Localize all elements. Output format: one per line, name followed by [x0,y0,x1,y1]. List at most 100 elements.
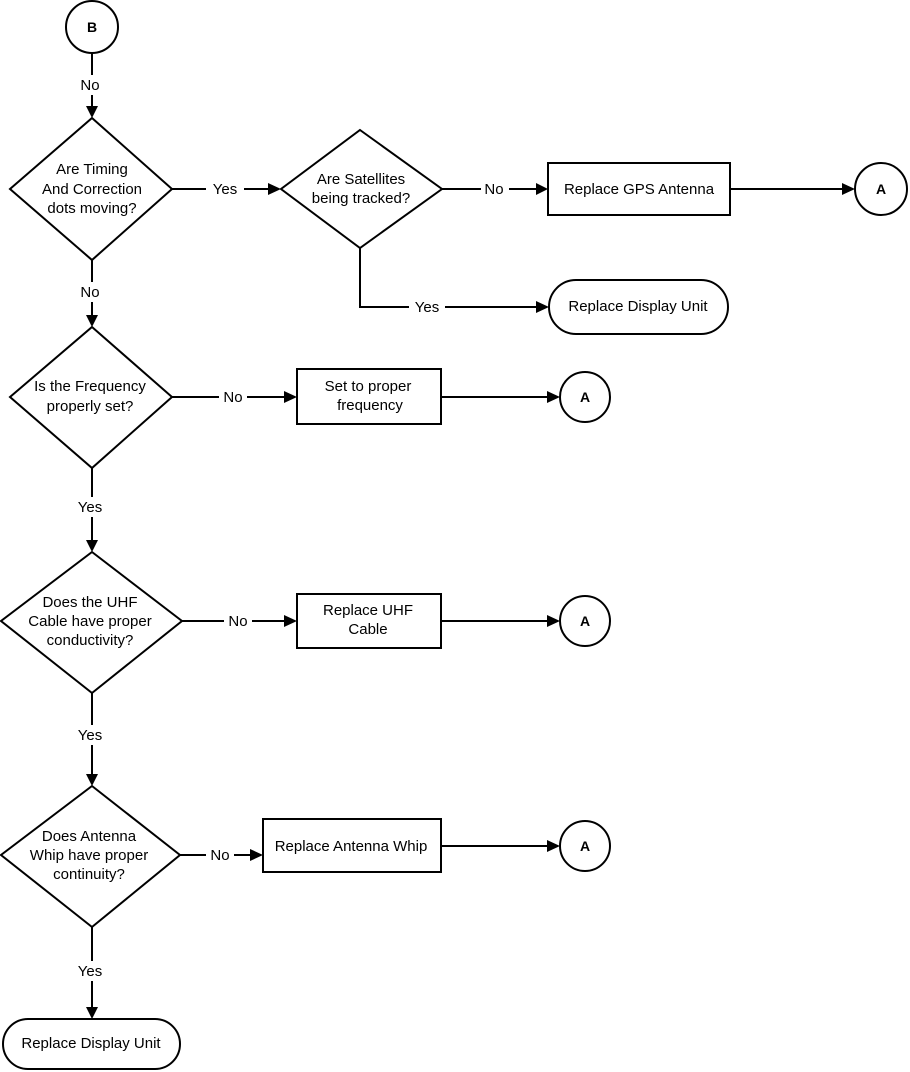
arrowhead-down [86,106,98,118]
decision-text-line: conductivity? [47,632,134,649]
decision-text-line: Is the Frequency [34,378,146,395]
arrowhead-right [250,849,263,861]
process-text-line: Replace GPS Antenna [564,181,715,198]
start-connector: B [65,0,119,54]
edge-label-no: No [484,181,503,198]
arrowheads [86,106,855,1019]
edge-label-bg [71,961,109,981]
edge-label-yes: Yes [78,963,102,980]
edge-labels: No Yes No Yes No No Yes No Yes No Yes [71,75,509,981]
decision-text-line: Are Timing [56,161,128,178]
decision-text-line: And Correction [42,181,142,198]
arrowhead-down [86,540,98,552]
edge-label-bg [71,725,109,745]
arrowhead-right [536,183,548,195]
connector-circle [854,162,908,216]
process-text-line: frequency [337,397,403,414]
arrowhead-right [284,615,297,627]
edge-label-bg [409,297,445,317]
terminal-box [548,279,729,335]
flow-lines [91,53,848,1010]
connector-label: A [580,389,590,405]
process-replace-gps-antenna: Replace GPS Antenna [547,162,731,216]
decision-text-line: Does the UHF [42,594,137,611]
decision-diamond [0,550,184,695]
end-connector-uhf: A [559,595,611,647]
decision-text-line: Are Satellites [317,171,405,188]
process-box [262,818,442,873]
edge-label-no: No [210,847,229,864]
decision-text-line: continuity? [53,866,125,883]
connector-circle [559,371,611,423]
process-text-line: Replace UHF [323,602,413,619]
process-box [547,162,731,216]
decision-antenna-whip: Does Antenna Whip have proper continuity… [0,784,182,929]
decision-satellites: Are Satellites being tracked? [279,128,444,250]
edge-label-bg [224,611,252,631]
process-text-line: Replace Antenna Whip [275,838,428,855]
connector-label: B [87,19,97,35]
terminal-box [2,1018,181,1070]
arrowhead-down [86,315,98,327]
process-text-line: Set to proper [325,378,412,395]
connector-label: A [580,613,590,629]
decision-timing: Are Timing And Correction dots moving? [8,116,174,262]
decision-text-line: Cable have proper [28,613,151,630]
decision-diamond [0,784,182,929]
connector-label: A [876,181,886,197]
end-connector-whip: A [559,820,611,872]
process-replace-antenna-whip: Replace Antenna Whip [262,818,442,873]
edge-label-bg [206,845,234,865]
edge-label-no: No [228,613,247,630]
process-replace-uhf-cable: Replace UHF Cable [296,593,442,649]
arrowhead-down [86,1007,98,1019]
arrowhead-right [547,391,560,403]
arrowhead-right [536,301,549,313]
edge-label-bg [206,179,244,199]
terminal-replace-display-unit-bottom: Replace Display Unit [2,1018,181,1070]
connector-circle [559,595,611,647]
decision-text-line: Whip have proper [30,847,148,864]
decision-diamond [279,128,444,250]
arrowhead-right [842,183,855,195]
edge-label-bg [71,497,109,517]
edge-label-no: No [80,77,99,94]
decision-uhf-cable: Does the UHF Cable have proper conductiv… [0,550,184,695]
edge-label-yes: Yes [415,299,439,316]
decision-diamond [8,116,174,262]
decision-text-line: properly set? [47,398,134,415]
arrowhead-right [547,615,560,627]
edge-label-bg [219,387,247,407]
end-connector-gps: A [854,162,908,216]
decision-text-line: Does Antenna [42,828,137,845]
decision-text-line: being tracked? [312,190,410,207]
edge-label-bg [481,179,509,199]
process-text-line: Cable [348,621,387,638]
process-set-frequency: Set to proper frequency [296,368,442,425]
edge-label-no: No [223,389,242,406]
edge-label-yes: Yes [78,727,102,744]
decision-diamond [8,325,174,470]
connector-label: A [580,838,590,854]
edge-label-no: No [80,284,99,301]
process-box [296,593,442,649]
connector-circle [559,820,611,872]
decision-frequency: Is the Frequency properly set? [8,325,174,470]
terminal-text: Replace Display Unit [568,298,708,315]
edge-label-bg [77,75,107,95]
arrowhead-right [547,840,560,852]
connector-circle [65,0,119,54]
terminal-text: Replace Display Unit [21,1035,161,1052]
edge-label-bg [77,282,107,302]
line-satellites-to-display [359,248,542,308]
arrowhead-down [86,774,98,786]
arrowhead-right [284,391,297,403]
process-box [296,368,442,425]
terminal-replace-display-unit-top: Replace Display Unit [548,279,729,335]
arrowhead-right [268,183,281,195]
edge-label-yes: Yes [213,181,237,198]
end-connector-frequency: A [559,371,611,423]
edge-label-yes: Yes [78,499,102,516]
decision-text-line: dots moving? [47,200,136,217]
